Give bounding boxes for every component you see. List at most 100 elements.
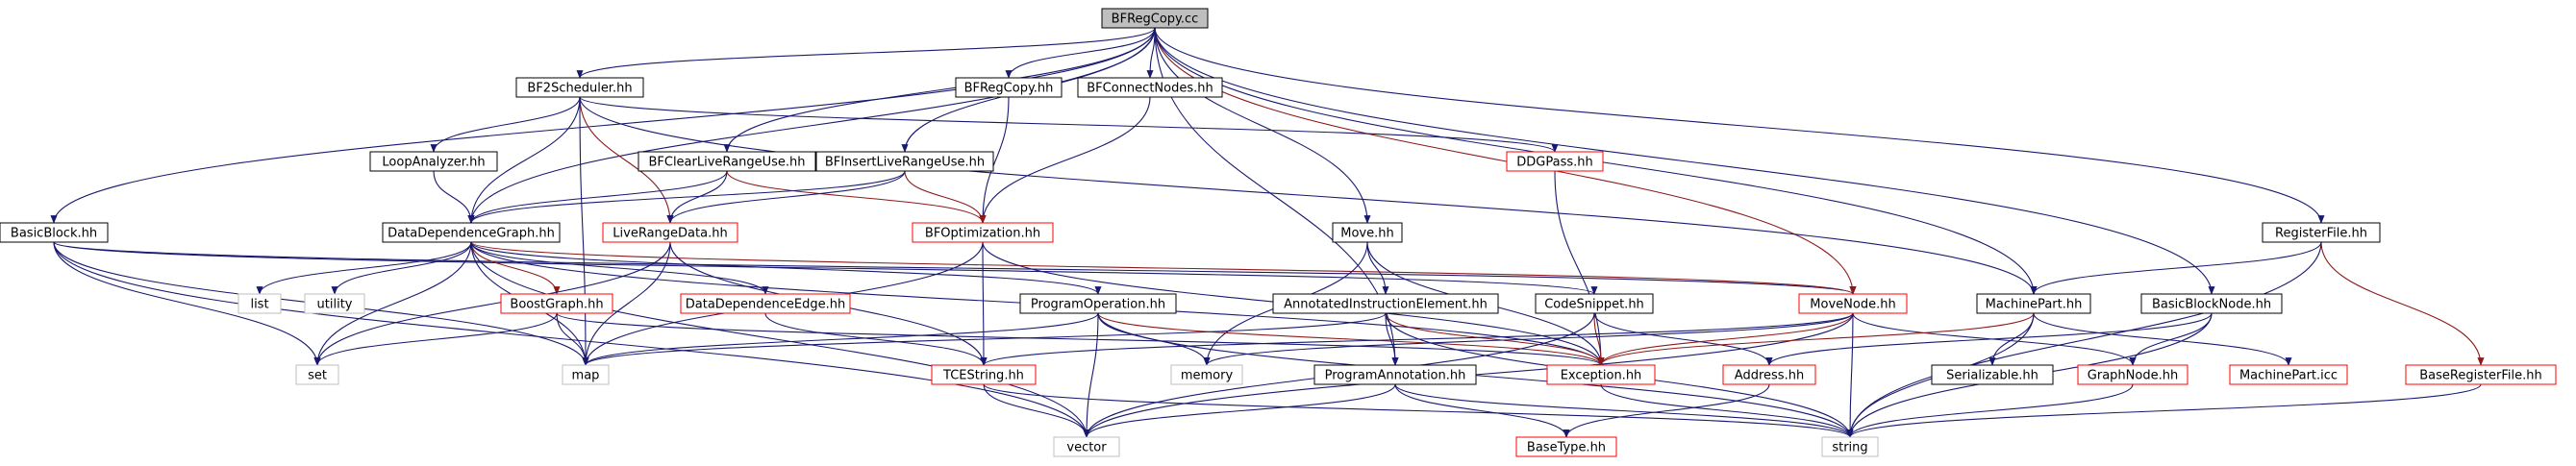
edge-bfinsertliverangeuse-to-ddg: [467, 170, 906, 224]
node-map: map: [562, 364, 610, 385]
node-basicblock[interactable]: BasicBlock.hh: [0, 222, 109, 243]
edge-bfregcopy_cc-to-registerfile: [1154, 27, 2325, 224]
node-label: LoopAnalyzer.hh: [382, 156, 485, 170]
edge-baseregisterfile-to-string: [1846, 383, 2482, 438]
node-bf2scheduler[interactable]: BF2Scheduler.hh: [515, 77, 644, 98]
node-bfinsertliverangeuse[interactable]: BFInsertLiveRangeUse.hh: [815, 151, 994, 172]
node-label: CodeSnippet.hh: [1544, 298, 1644, 312]
edge-bfoptimization-to-tcestring: [980, 241, 988, 366]
node-annotatedie[interactable]: AnnotatedInstructionElement.hh: [1272, 293, 1499, 314]
node-label: BFOptimization.hh: [925, 227, 1040, 241]
node-registerfile[interactable]: RegisterFile.hh: [2262, 222, 2381, 243]
node-label: BFRegCopy.cc: [1112, 12, 1199, 27]
node-serializable[interactable]: Serializable.hh: [1931, 364, 2054, 385]
edge-address-to-basetype: [1563, 383, 1770, 438]
node-label: Serializable.hh: [1946, 369, 2038, 383]
node-bfoptimization[interactable]: BFOptimization.hh: [912, 222, 1054, 243]
edge-liverangedata-to-map: [582, 241, 671, 366]
node-movenode[interactable]: MoveNode.hh: [1798, 293, 1908, 314]
node-boostgraph[interactable]: BoostGraph.hh: [500, 293, 613, 314]
node-label: DataDependenceEdge.hh: [686, 298, 846, 312]
node-box: [1798, 293, 1908, 314]
edge-basicblock-to-codesnippet: [53, 241, 1598, 295]
node-label: BasicBlockNode.hh: [2152, 298, 2271, 312]
node-bfregcopy_hh[interactable]: BFRegCopy.hh: [955, 77, 1063, 98]
node-bfregcopy_cc[interactable]: BFRegCopy.cc: [1101, 8, 1209, 29]
node-graphnode[interactable]: GraphNode.hh: [2077, 364, 2188, 385]
node-ddgpass[interactable]: DDGPass.hh: [1506, 151, 1604, 172]
node-label: BaseRegisterFile.hh: [2419, 369, 2542, 383]
edge-ddgpass-to-exception: [1554, 170, 1605, 366]
edge-tcestring-to-string: [983, 383, 1854, 438]
node-liverangedata[interactable]: LiveRangeData.hh: [602, 222, 738, 243]
edge-bfregcopy_cc-to-basicblock: [50, 27, 1156, 224]
node-exception[interactable]: Exception.hh: [1546, 364, 1656, 385]
node-box: [1332, 222, 1403, 243]
edge-registerfile-to-string: [1846, 241, 2322, 438]
node-tcestring[interactable]: TCEString.hh: [931, 364, 1037, 385]
node-baseregisterfile[interactable]: BaseRegisterFile.hh: [2405, 364, 2557, 385]
edge-movenode-to-exception: [1597, 312, 1854, 366]
edge-ddg-to-boostgraph: [470, 241, 561, 295]
node-move[interactable]: Move.hh: [1332, 222, 1403, 243]
node-ddg[interactable]: DataDependenceGraph.hh: [382, 222, 561, 243]
node-label: ProgramAnnotation.hh: [1325, 369, 1466, 383]
node-basetype[interactable]: BaseType.hh: [1515, 436, 1617, 457]
node-label: map: [572, 369, 600, 383]
node-box: [2262, 222, 2381, 243]
node-label: vector: [1066, 441, 1107, 455]
node-programannotation[interactable]: ProgramAnnotation.hh: [1313, 364, 1477, 385]
edge-exception-to-string: [1600, 383, 1854, 438]
node-codesnippet[interactable]: CodeSnippet.hh: [1535, 293, 1654, 314]
node-machinepart_icc[interactable]: MachinePart.icc: [2229, 364, 2348, 385]
edge-annotatedie-to-exception: [1385, 312, 1605, 366]
edge-programannotation-to-string: [1394, 383, 1854, 438]
node-memory: memory: [1170, 364, 1243, 385]
node-box: [1272, 293, 1499, 314]
edge-movenode-to-tcestring: [980, 312, 1854, 366]
node-label: BasicBlock.hh: [11, 227, 97, 241]
edge-registerfile-to-baseregisterfile: [2320, 241, 2485, 366]
node-machinepart[interactable]: MachinePart.hh: [1976, 293, 2091, 314]
node-label: MachinePart.hh: [1986, 298, 2083, 312]
node-address[interactable]: Address.hh: [1722, 364, 1816, 385]
node-box: [1535, 293, 1654, 314]
edge-ddg-to-programoperation: [470, 241, 1102, 295]
edge-bfconnectnodes-to-bfoptimization: [979, 96, 1151, 224]
node-label: GraphNode.hh: [2088, 369, 2178, 383]
edge-bfregcopy_cc-to-movenode: [1154, 27, 1857, 295]
node-box: [369, 151, 498, 172]
edge-programoperation-to-vector: [1083, 312, 1099, 438]
node-basicblocknode[interactable]: BasicBlockNode.hh: [2140, 293, 2283, 314]
node-label: BF2Scheduler.hh: [527, 82, 632, 96]
edge-boostgraph-to-exception: [556, 312, 1605, 366]
node-box: [1101, 8, 1209, 29]
edge-bf2scheduler-to-map: [579, 96, 589, 366]
node-box: [1976, 293, 2091, 314]
node-programoperation[interactable]: ProgramOperation.hh: [1019, 293, 1177, 314]
node-bfclearliverangeuse[interactable]: BFClearLiveRangeUse.hh: [638, 151, 816, 172]
node-box: [1313, 364, 1477, 385]
edge-boostgraph-to-set: [313, 312, 558, 366]
node-box: [1053, 436, 1120, 457]
node-box: [638, 151, 816, 172]
node-label: BFConnectNodes.hh: [1087, 82, 1213, 96]
node-loopanalyzer[interactable]: LoopAnalyzer.hh: [369, 151, 498, 172]
node-box: [238, 293, 282, 314]
edge-bfinsertliverangeuse-to-bfoptimization: [904, 170, 987, 224]
node-ddedge[interactable]: DataDependenceEdge.hh: [680, 293, 851, 314]
edge-ddg-to-list: [256, 241, 472, 295]
edge-bfregcopy_cc-to-bfregcopy_hh: [1005, 27, 1156, 79]
edge-ddg-to-set: [313, 241, 472, 366]
edge-bf2scheduler-to-liverangedata: [579, 96, 674, 224]
edge-loopanalyzer-to-ddg: [433, 170, 475, 224]
edge-machinepart-to-machinepart_icc: [2033, 312, 2292, 366]
edge-ddedge-to-tcestring: [764, 312, 988, 366]
node-bfconnectnodes[interactable]: BFConnectNodes.hh: [1077, 77, 1223, 98]
node-box: [1515, 436, 1617, 457]
node-box: [1019, 293, 1177, 314]
node-label: Address.hh: [1735, 369, 1804, 383]
node-box: [1931, 364, 2054, 385]
node-label: string: [1832, 441, 1867, 455]
